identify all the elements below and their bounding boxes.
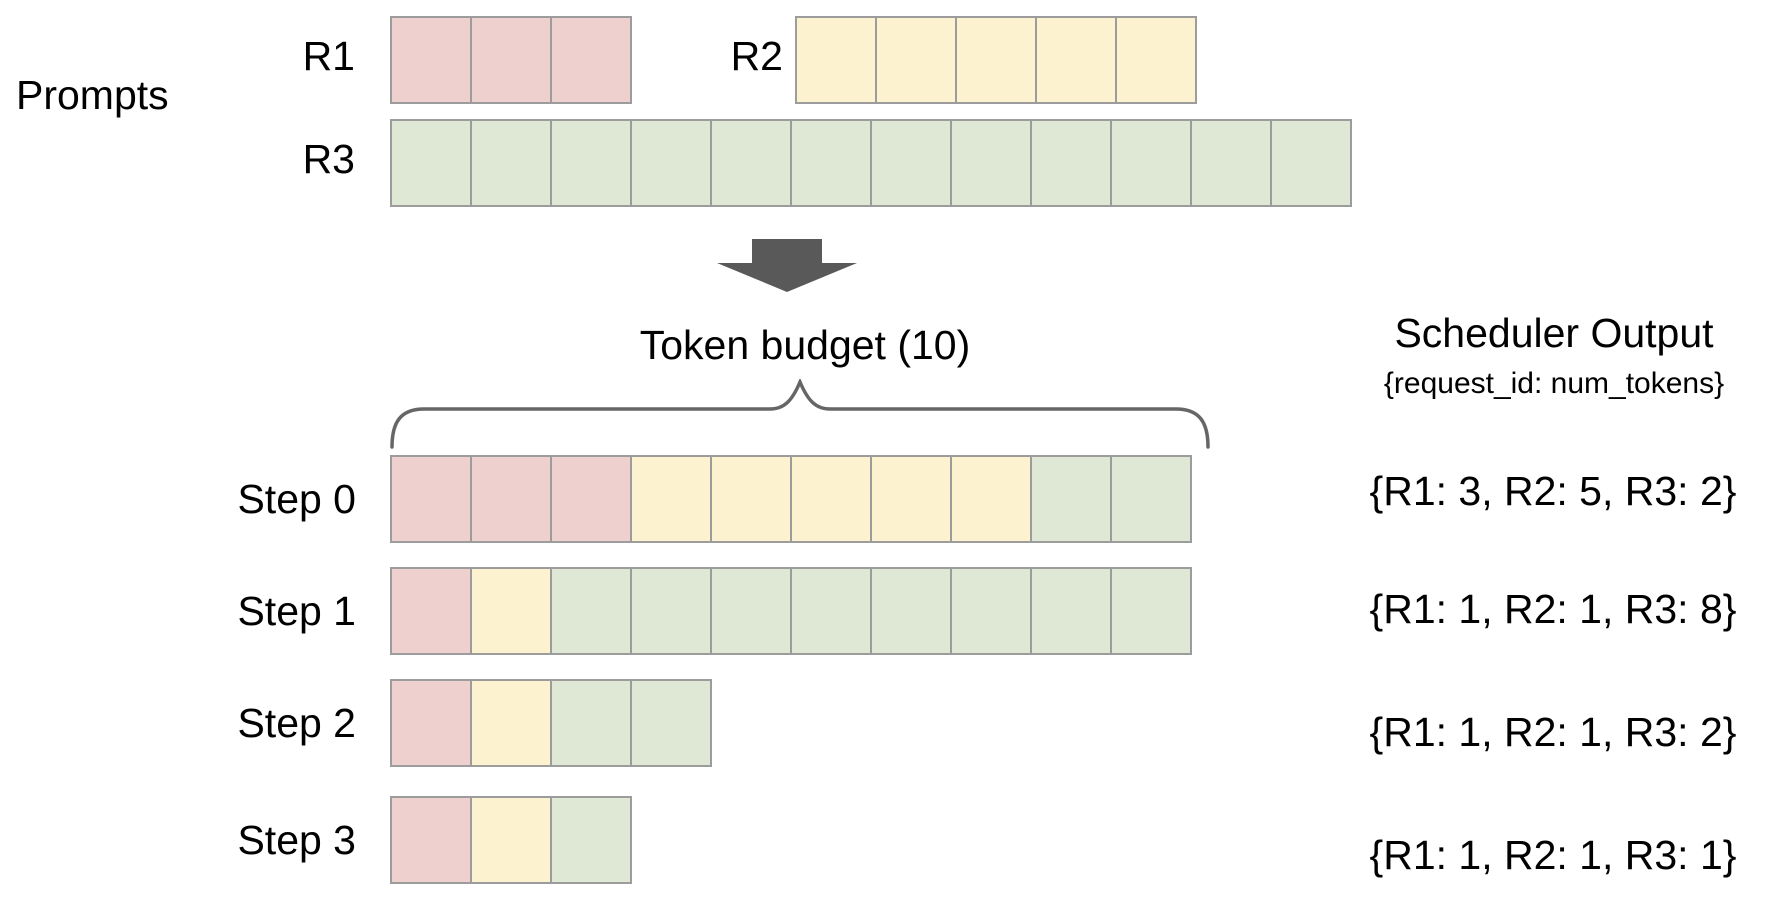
token-cell-r2 xyxy=(470,567,552,655)
token-cell-r1 xyxy=(390,16,472,104)
request-label-r3: R3 xyxy=(302,136,355,182)
prompt-row-r1 xyxy=(390,16,632,104)
token-cell-r2 xyxy=(870,455,952,543)
prompts-section-label: Prompts xyxy=(16,72,169,118)
scheduler-output-line-2: {R1: 1, R2: 1, R3: 2} xyxy=(1369,709,1737,755)
scheduler-output-subheading: {request_id: num_tokens} xyxy=(1383,367,1725,400)
token-cell-r3 xyxy=(870,119,952,207)
token-cell-r1 xyxy=(390,567,472,655)
prompt-row-r2 xyxy=(795,16,1197,104)
scheduler-output-line-0: {R1: 3, R2: 5, R3: 2} xyxy=(1369,468,1737,514)
token-cell-r1 xyxy=(470,455,552,543)
token-cell-r1 xyxy=(550,455,632,543)
token-cell-r3 xyxy=(870,567,952,655)
token-cell-r3 xyxy=(550,796,632,884)
token-cell-r3 xyxy=(710,567,792,655)
request-label-r2: R2 xyxy=(730,33,783,79)
token-cell-r2 xyxy=(470,796,552,884)
token-cell-r3 xyxy=(1110,567,1192,655)
step-label-3: Step 3 xyxy=(237,817,356,863)
token-cell-r3 xyxy=(1030,455,1112,543)
token-budget-label: Token budget (10) xyxy=(639,322,971,368)
token-cell-r1 xyxy=(470,16,552,104)
step-label-2: Step 2 xyxy=(237,700,356,746)
token-cell-r3 xyxy=(1270,119,1352,207)
token-cell-r3 xyxy=(1030,567,1112,655)
token-cell-r3 xyxy=(1110,455,1192,543)
step-label-0: Step 0 xyxy=(237,476,356,522)
token-cell-r3 xyxy=(630,567,712,655)
token-cell-r3 xyxy=(710,119,792,207)
request-label-r1: R1 xyxy=(302,33,355,79)
token-cell-r3 xyxy=(950,119,1032,207)
token-cell-r3 xyxy=(1190,119,1272,207)
token-cell-r2 xyxy=(1115,16,1197,104)
down-arrow-icon xyxy=(712,237,862,295)
token-cell-r1 xyxy=(390,455,472,543)
token-cell-r1 xyxy=(390,679,472,767)
token-cell-r2 xyxy=(710,455,792,543)
step-row-3 xyxy=(390,796,632,884)
step-row-0 xyxy=(390,455,1192,543)
token-cell-r1 xyxy=(550,16,632,104)
token-cell-r3 xyxy=(550,567,632,655)
brace-svg xyxy=(390,377,1210,449)
token-cell-r3 xyxy=(790,119,872,207)
token-cell-r3 xyxy=(550,119,632,207)
scheduler-output-line-3: {R1: 1, R2: 1, R3: 1} xyxy=(1369,832,1737,878)
token-cell-r3 xyxy=(630,679,712,767)
step-row-2 xyxy=(390,679,712,767)
token-cell-r2 xyxy=(1035,16,1117,104)
token-cell-r3 xyxy=(1110,119,1192,207)
token-cell-r3 xyxy=(630,119,712,207)
token-cell-r1 xyxy=(390,796,472,884)
token-cell-r2 xyxy=(630,455,712,543)
down-arrow-shape xyxy=(717,239,857,292)
token-cell-r2 xyxy=(790,455,872,543)
token-cell-r3 xyxy=(1030,119,1112,207)
token-cell-r3 xyxy=(470,119,552,207)
brace-path xyxy=(390,377,1210,449)
token-cell-r2 xyxy=(795,16,877,104)
token-cell-r2 xyxy=(470,679,552,767)
prompt-row-r3 xyxy=(390,119,1352,207)
scheduler-output-heading: Scheduler Output xyxy=(1394,310,1714,356)
token-cell-r3 xyxy=(950,567,1032,655)
token-cell-r2 xyxy=(955,16,1037,104)
token-cell-r3 xyxy=(550,679,632,767)
token-cell-r2 xyxy=(875,16,957,104)
step-row-1 xyxy=(390,567,1192,655)
down-arrow-svg xyxy=(717,239,857,292)
token-cell-r3 xyxy=(790,567,872,655)
token-cell-r2 xyxy=(950,455,1032,543)
token-budget-brace xyxy=(388,377,1212,451)
scheduler-output-line-1: {R1: 1, R2: 1, R3: 8} xyxy=(1369,586,1737,632)
token-cell-r3 xyxy=(390,119,472,207)
step-label-1: Step 1 xyxy=(237,588,356,634)
